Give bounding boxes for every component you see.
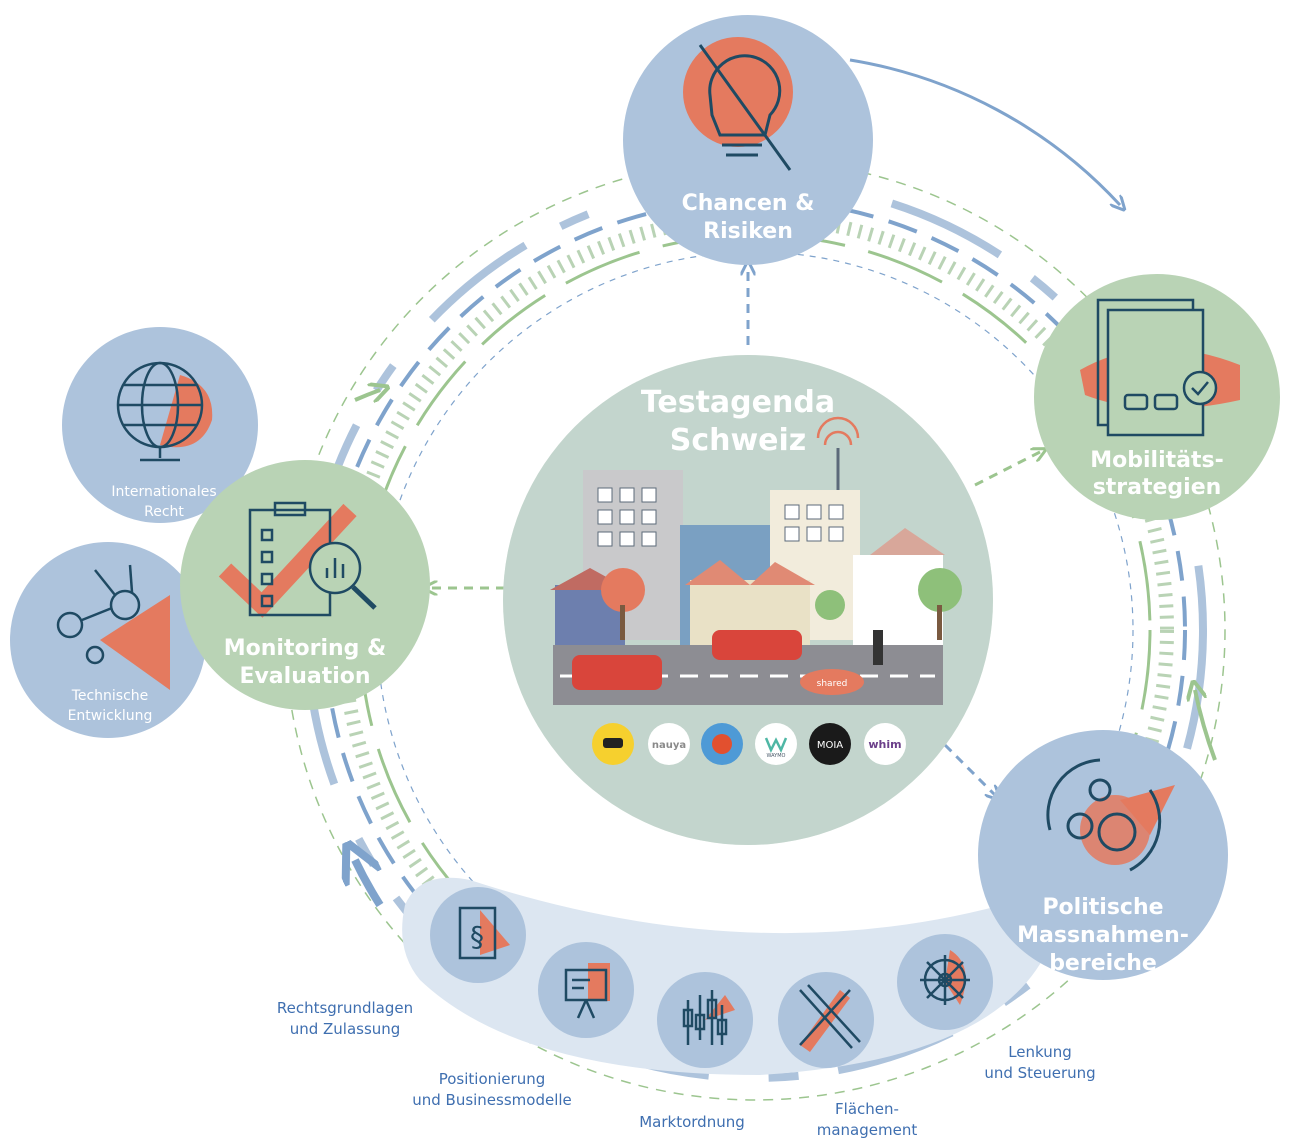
logo-whim: whim [868,738,901,751]
label-rechtsgrundlagen-line1: Rechtsgrundlagen [277,999,413,1017]
logo-circle-6 [864,723,906,765]
bottom-icons: § [430,887,993,1068]
monitoring-line1: Monitoring & [224,636,387,661]
politische-line2: Massnahmen- [1017,923,1189,948]
robot-arm-icon [56,564,141,665]
operator-logos: nauya WAYMO MOIA whim [592,723,906,765]
logo-circle-5 [809,723,851,765]
center-title-line2: Schweiz [670,423,807,458]
logo-circle-2 [648,723,690,765]
logo-nauya: nauya [652,740,686,751]
presentation-board-icon [564,968,608,1019]
node-internationales-recht: Internationales Recht [62,327,258,523]
technisch-line2: Entwicklung [68,708,153,724]
logo-moia: MOIA [817,740,843,751]
bottom-node-lenkung [897,934,993,1030]
mobilitaet-line1: Mobilitäts- [1090,448,1223,473]
lightbulb-icon [698,44,792,171]
label-marktordnung: Marktordnung [639,1113,745,1131]
steering-wheel-icon [920,955,970,1005]
chancen-line1: Chancen & [682,191,815,216]
label-lenkung-line1: Lenkung [1008,1043,1072,1061]
politische-line1: Politische [1042,895,1163,920]
international-line2: Recht [144,504,184,520]
international-line1: Internationales [111,484,216,500]
documents-icon [1096,298,1218,437]
label-flaechen-line2: management [817,1121,918,1139]
label-positionierung-line1: Positionierung [439,1070,546,1088]
center-title-line1: Testagenda [641,385,835,420]
bottom-node-positionierung [538,942,634,1038]
law-book-icon: § [458,906,497,960]
chancen-line2: Risiken [703,219,793,244]
mobilitaet-line2: strategien [1093,475,1222,500]
node-politische-massnahmenbereiche: Politische Massnahmen- bereiche [978,730,1228,980]
label-flaechen-line1: Flächen- [835,1100,899,1118]
svg-text:§: § [470,920,484,953]
gears-icon [1046,758,1162,872]
clipboard-magnifier-icon [248,501,377,617]
monitoring-line2: Evaluation [239,664,370,689]
city-illustration: shared [550,416,962,705]
politische-line3: bereiche [1049,951,1157,976]
connectors [430,268,1040,795]
logo-circle-4 [755,723,797,765]
node-monitoring-evaluation: Monitoring & Evaluation [180,460,430,710]
vehicle-label: shared [817,679,848,689]
label-positionierung-line2: und Businessmodelle [412,1091,572,1109]
logo-waymo: WAYMO [766,753,785,759]
market-chart-icon [682,990,728,1045]
center-node: Testagenda Schweiz [503,355,993,845]
bottom-node-rechtsgrundlagen: § [430,887,526,983]
globe-icon [116,361,204,462]
technisch-line1: Technische [71,688,149,704]
node-chancen-risiken: Chancen & Risiken [623,15,873,265]
intersection-icon [799,984,861,1049]
bottom-node-marktordnung [657,972,753,1068]
label-rechtsgrundlagen-line2: und Zulassung [290,1020,401,1038]
label-lenkung-line2: und Steuerung [984,1064,1095,1082]
node-mobilitaetsstrategien: Mobilitäts- strategien [1034,274,1280,520]
bottom-labels: Rechtsgrundlagen und Zulassung Positioni… [277,999,1096,1139]
bottom-node-flaechenmanagement [778,972,874,1068]
node-technische-entwicklung: Technische Entwicklung [10,542,206,738]
